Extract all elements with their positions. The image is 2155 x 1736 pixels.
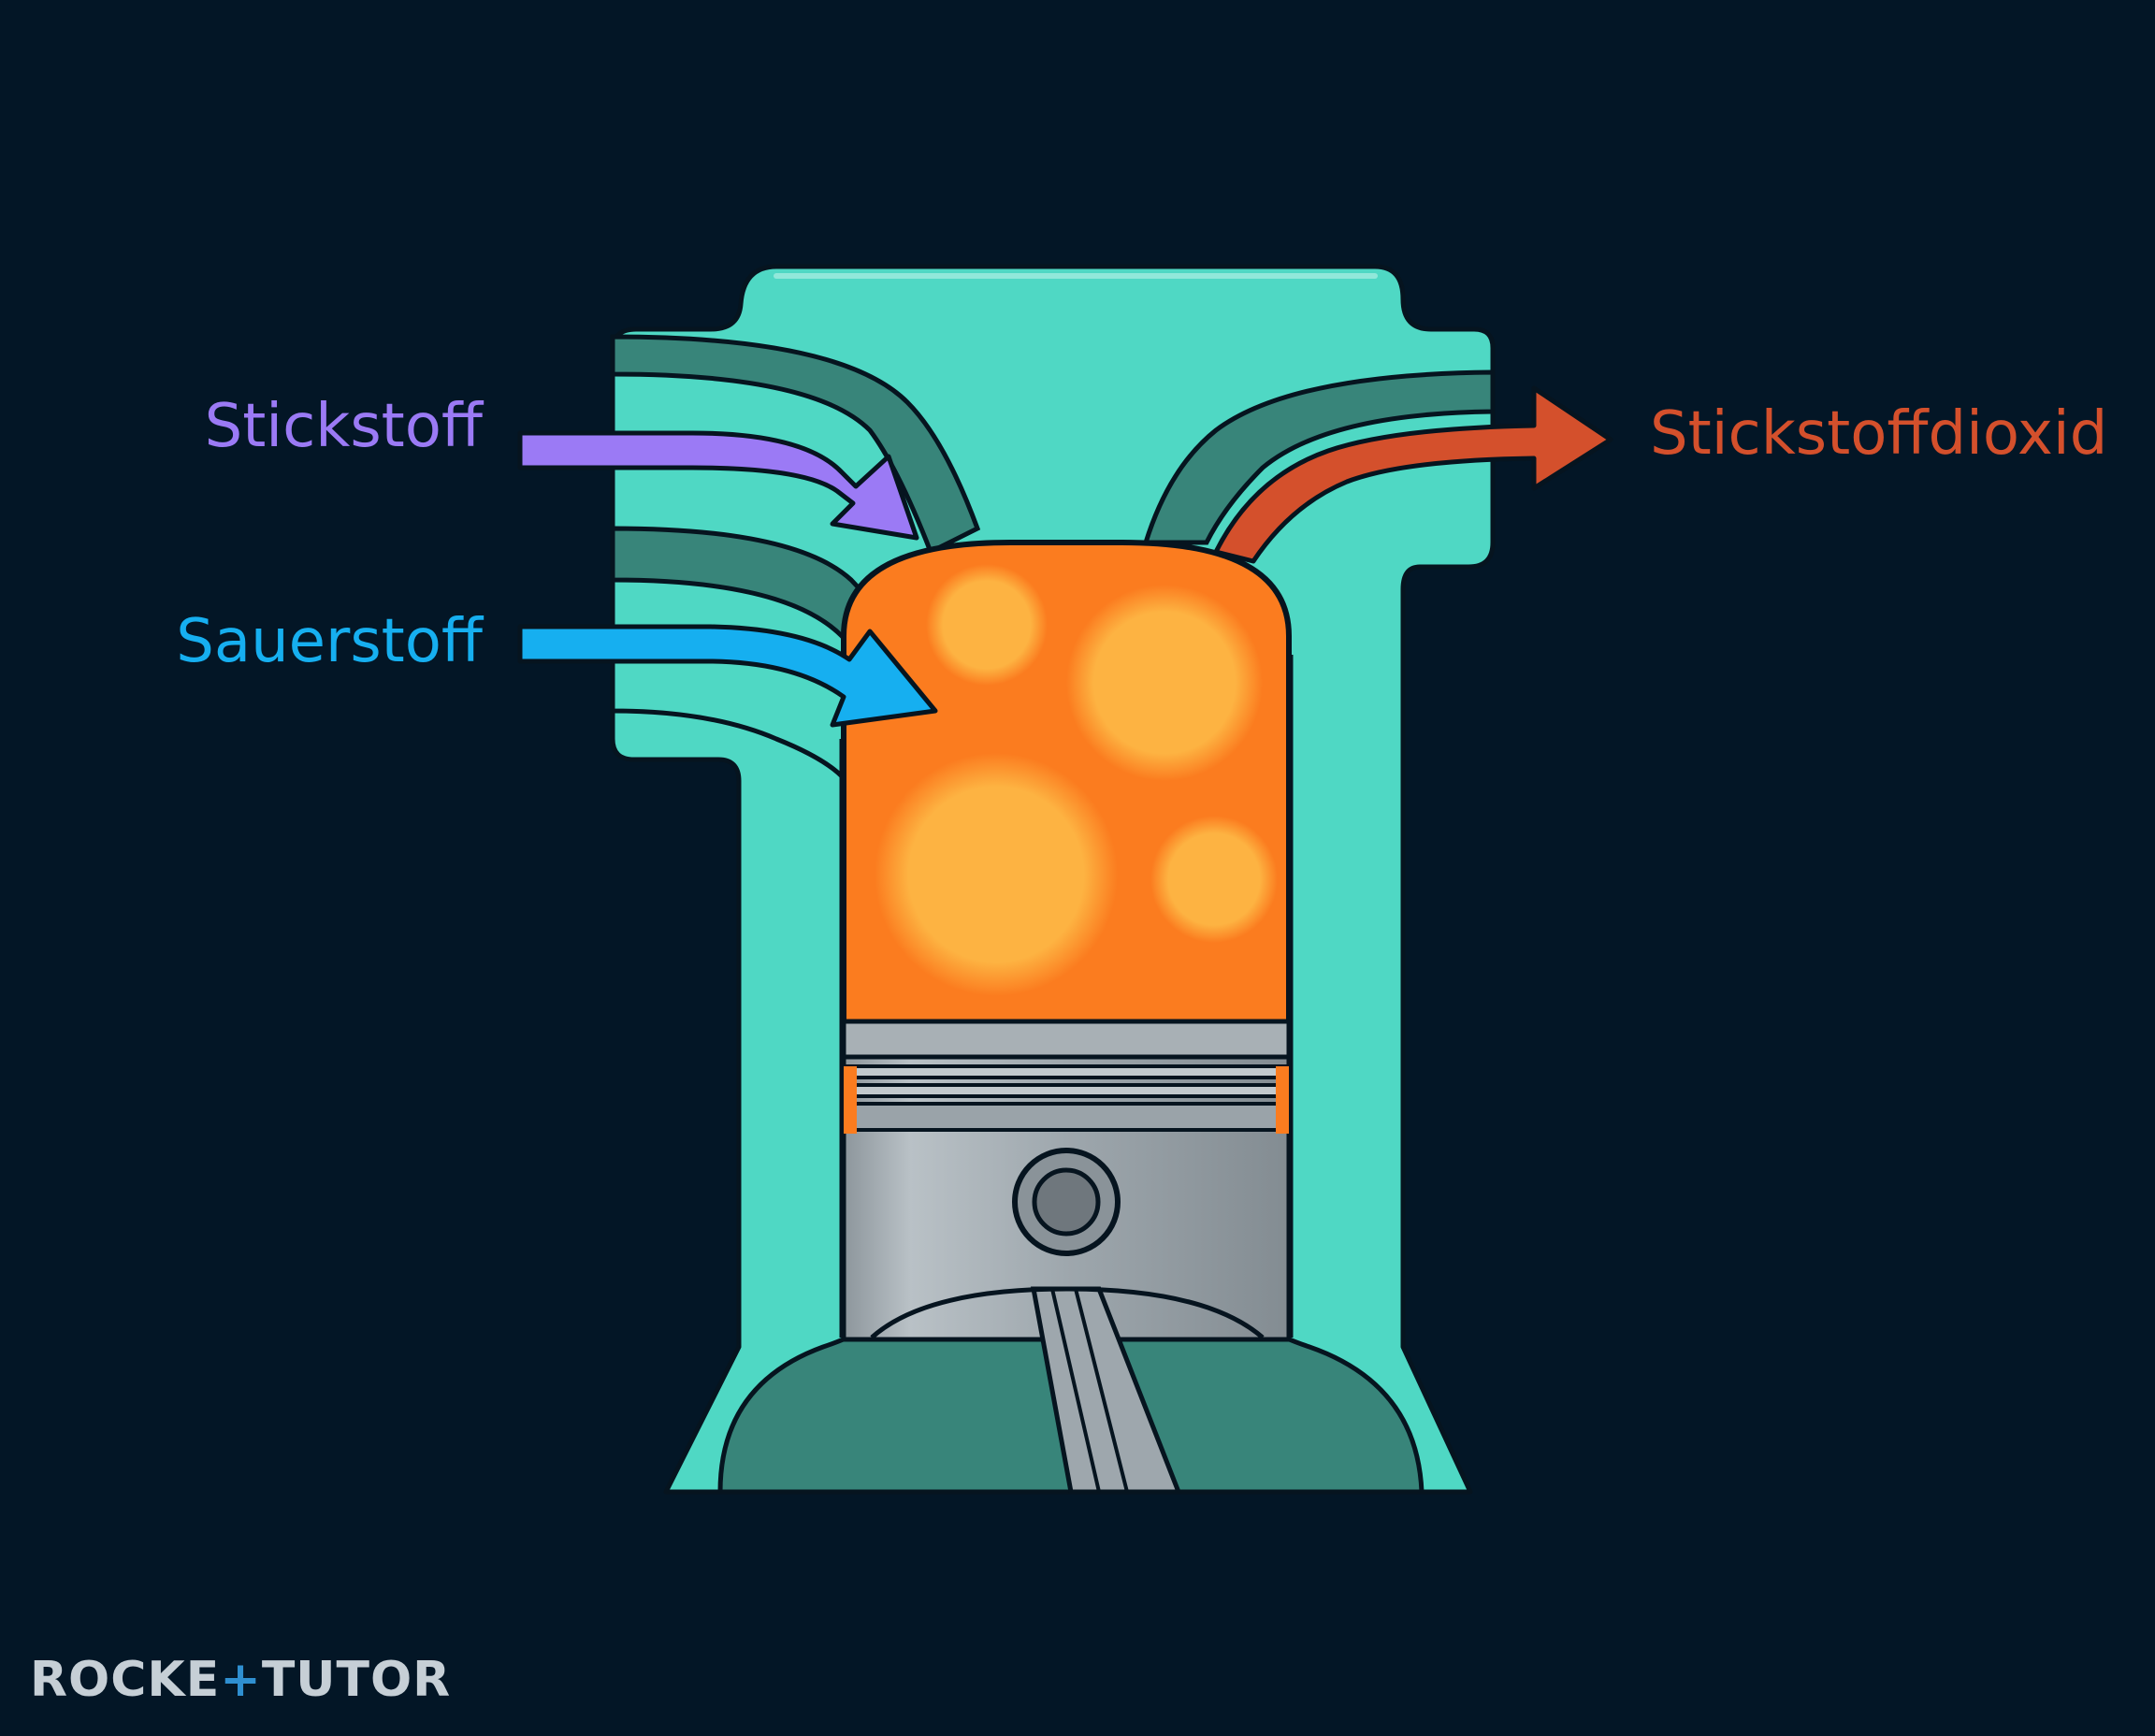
nitrogen-arrow-icon — [517, 430, 919, 541]
brand-logo: ROCKE+TUTOR — [30, 1656, 451, 1704]
oxygen-label: Sauerstoff — [176, 607, 483, 676]
flame-spot — [875, 753, 1118, 996]
logo-text-part2: TUTOR — [261, 1652, 452, 1708]
oxygen-arrow-icon — [517, 624, 938, 728]
flame-spot — [1066, 585, 1263, 781]
logo-text-part1: ROCKE — [30, 1652, 221, 1708]
intake-channel-upper — [610, 334, 981, 556]
nitrogen-dioxide-label: Stickstoffdioxid — [1650, 399, 2108, 469]
combustion-chamber — [844, 542, 1289, 1020]
nitrogen-dioxide-arrow-icon — [1213, 385, 1613, 564]
flame-spot — [1150, 816, 1278, 943]
nitrogen-label: Stickstoff — [204, 392, 483, 461]
piston — [841, 1019, 1292, 1342]
flame-spot — [926, 564, 1048, 686]
logo-plus: + — [220, 1652, 262, 1708]
